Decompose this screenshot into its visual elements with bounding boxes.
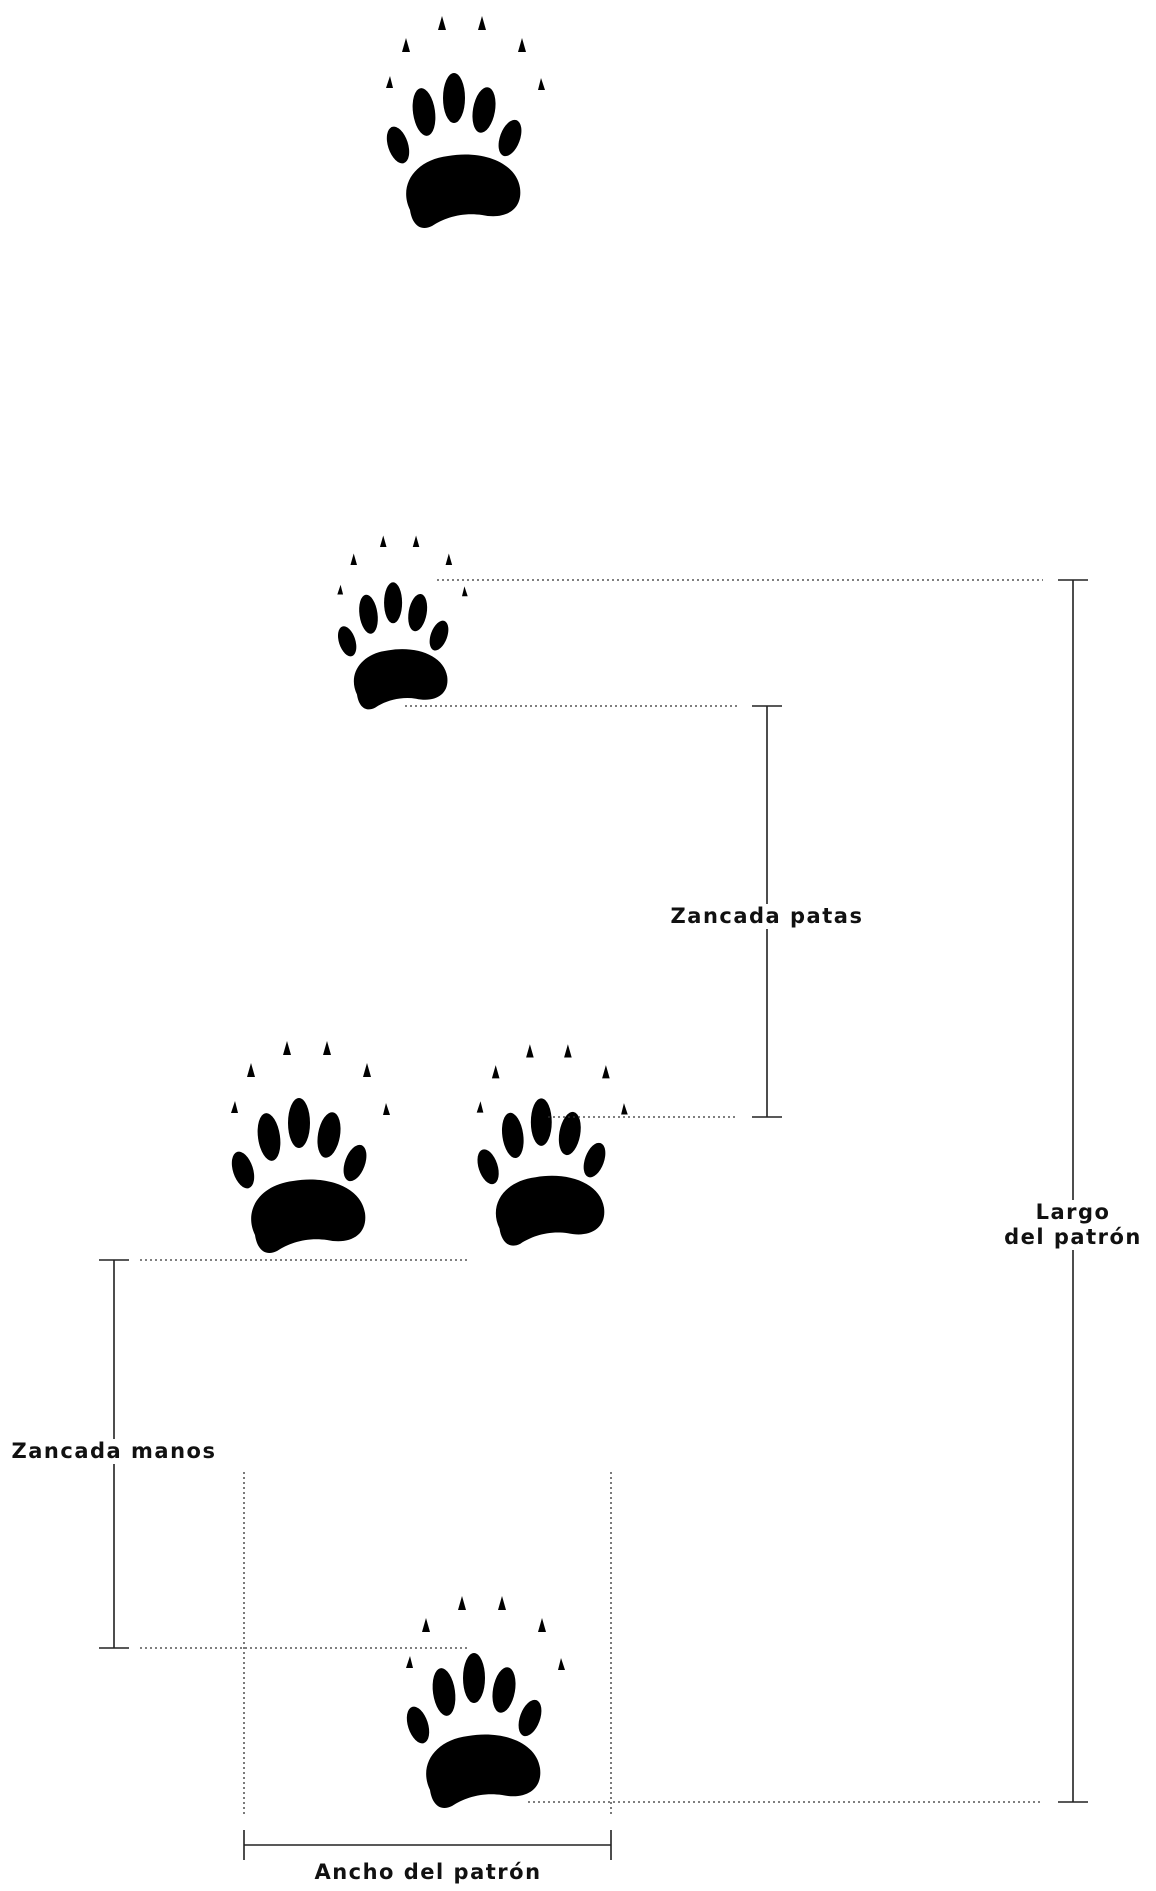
paw-print-icon (334, 535, 468, 710)
dotted-guides (140, 579, 1043, 1815)
largo-patron-label: Largo del patrón (998, 1200, 1148, 1250)
zancada-manos-text: Zancada manos (11, 1439, 217, 1463)
ancho-patron-label: Ancho del patrón (300, 1860, 556, 1885)
measure-lines (99, 579, 1088, 1860)
paw-print-icon (402, 1596, 565, 1809)
zancada-patas-label: Zancada patas (662, 904, 872, 929)
zancada-patas-text: Zancada patas (670, 904, 864, 928)
paw-print-icon (382, 16, 545, 229)
largo-line2-text: del patrón (1004, 1225, 1142, 1249)
paw-print-icon (473, 1044, 628, 1246)
paw-print-icon (227, 1041, 390, 1254)
largo-line1-text: Largo (1035, 1200, 1111, 1224)
ancho-patron-text: Ancho del patrón (314, 1860, 542, 1884)
zancada-manos-label: Zancada manos (8, 1439, 220, 1464)
